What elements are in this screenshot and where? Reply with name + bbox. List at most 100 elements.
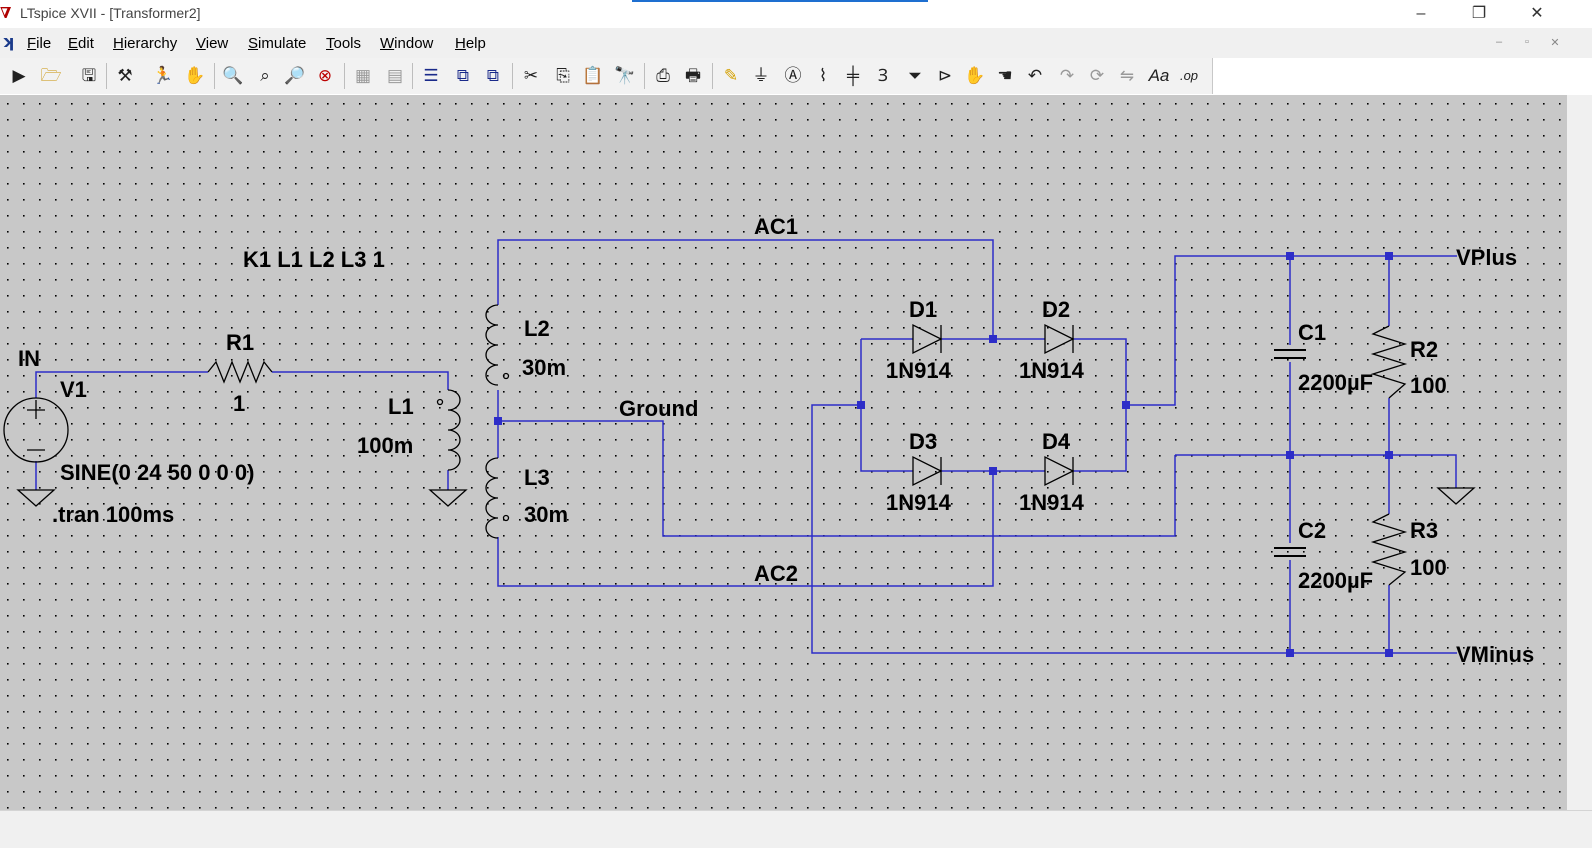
component-symbols[interactable] [3, 304, 1476, 586]
mdi-close-icon[interactable]: ✕ [1550, 37, 1560, 49]
print-icon[interactable]: 🖶 [684, 66, 702, 85]
diode-icon[interactable]: ⏷ [908, 66, 922, 85]
net-label-vminus: VMinus [1456, 642, 1534, 667]
paste-icon[interactable]: 📋 [582, 66, 604, 85]
menu-view[interactable]: View [196, 35, 229, 52]
vertical-scrollbar[interactable] [1567, 95, 1592, 810]
spice-directive-icon[interactable]: .op [1179, 68, 1199, 83]
toolbar-separator [344, 63, 345, 89]
menu-window[interactable]: Window [380, 35, 434, 52]
net-label-ac2: AC2 [754, 561, 798, 586]
capacitor-c1-symbol[interactable] [1274, 349, 1306, 359]
l1-name: L1 [388, 394, 414, 419]
ground-symbol-v1 [16, 489, 56, 507]
cascade-icon[interactable]: ☰ [423, 66, 439, 85]
print-setup-icon[interactable]: ⎙ [656, 66, 670, 85]
halt-icon[interactable]: ✋ [184, 66, 206, 85]
c2-name: C2 [1298, 518, 1326, 543]
menu-tools[interactable]: Tools [326, 35, 362, 52]
diode-d3-symbol[interactable] [912, 455, 943, 487]
r2-name: R2 [1410, 337, 1438, 362]
redo-icon[interactable]: ↷ [1059, 66, 1075, 85]
cascade-windows-icon[interactable]: ⧉ [486, 66, 500, 85]
resistor-r2-symbol[interactable] [1370, 325, 1408, 399]
schematic-labels: K1 L1 L2 L3 1 .tran 100ms IN AC1 AC2 Gro… [18, 214, 1534, 667]
l3-name: L3 [524, 465, 550, 490]
net-label-in: IN [18, 346, 40, 371]
inductor-l1-symbol[interactable] [436, 389, 461, 471]
toolbar-separator [512, 63, 513, 89]
schematic-grid [0, 95, 1567, 810]
label-net-icon[interactable]: Ⓐ [784, 66, 802, 85]
wires[interactable] [35, 239, 1457, 654]
text-icon[interactable]: Aa [1148, 66, 1170, 85]
menu-file[interactable]: File [27, 35, 52, 52]
save-icon[interactable]: 🖫 [81, 66, 97, 85]
zoom-fit-icon[interactable]: ⊗ [317, 66, 333, 85]
ground-icon[interactable]: ⏚ [752, 66, 770, 85]
diode-d1-symbol[interactable] [912, 323, 943, 355]
toolbar-separator [106, 63, 107, 89]
menu-hierarchy[interactable]: Hierarchy [113, 35, 178, 52]
schematic-doc-icon[interactable]: ʞ [2, 32, 14, 51]
menu-simulate[interactable]: Simulate [248, 35, 307, 52]
zoom-in-icon[interactable]: 🔍 [222, 66, 244, 85]
close-icon[interactable]: ✕ [1530, 5, 1544, 22]
open-file-icon[interactable]: 🗁 [40, 66, 62, 85]
rotate-icon[interactable]: ⟳ [1089, 66, 1105, 85]
capacitor-icon[interactable]: ╪ [846, 66, 860, 85]
cut-icon[interactable]: ✂ [523, 66, 539, 85]
r2-value: 100 [1410, 373, 1447, 398]
copy-icon[interactable]: ⎘ [556, 66, 570, 85]
undo-icon[interactable]: ↶ [1027, 66, 1043, 85]
drag-icon[interactable]: ☚ [997, 66, 1013, 85]
toolbar-separator [214, 63, 215, 89]
open-schematic-icon[interactable]: ▶ [12, 66, 26, 85]
mdi-restore-icon[interactable]: ▫ [1525, 36, 1529, 48]
minimize-icon[interactable]: – [1416, 5, 1426, 22]
r1-name: R1 [226, 330, 254, 355]
tile-horizontal-icon[interactable]: ▤ [386, 66, 404, 85]
voltage-source-v1[interactable] [3, 397, 69, 463]
zoom-out-icon[interactable]: 🔎 [284, 66, 306, 85]
restore-icon[interactable]: ❐ [1471, 5, 1487, 22]
net-label-ground: Ground [619, 396, 698, 421]
mdi-minimize-icon[interactable]: – [1495, 36, 1503, 48]
net-label-vplus: VPlus [1456, 245, 1517, 270]
run-icon[interactable]: 🏃 [152, 66, 174, 85]
find-icon[interactable]: 🔭 [614, 66, 636, 85]
mirror-icon[interactable]: ⇋ [1119, 66, 1135, 85]
diode-d2-symbol[interactable] [1044, 323, 1075, 355]
menu-edit[interactable]: Edit [68, 35, 94, 52]
toolbar-separator [412, 63, 413, 89]
control-panel-icon[interactable]: ⚒ [117, 66, 133, 85]
status-bar [0, 810, 1592, 848]
zoom-pan-icon[interactable]: ⌕ [260, 66, 270, 85]
tile-vertical-icon[interactable]: ▦ [354, 66, 372, 85]
toolbar [0, 58, 1213, 94]
diode-d4-symbol[interactable] [1044, 455, 1075, 487]
tran-directive[interactable]: .tran 100ms [52, 502, 174, 527]
component-icon[interactable]: ⊳ [937, 66, 953, 85]
coupling-directive[interactable]: K1 L1 L2 L3 1 [243, 247, 385, 272]
resistor-icon[interactable]: ⌇ [818, 66, 828, 85]
schematic-canvas[interactable]: K1 L1 L2 L3 1 .tran 100ms IN AC1 AC2 Gro… [0, 95, 1567, 810]
l2-value: 30m [522, 355, 566, 380]
wire-icon[interactable]: ✎ [723, 66, 739, 85]
move-icon[interactable]: ✋ [964, 66, 986, 85]
d2-value: 1N914 [1019, 358, 1085, 383]
window-title: LTspice XVII - [Transformer2] [20, 5, 201, 21]
junction-dots [494, 252, 1393, 657]
resistor-r1-symbol[interactable] [207, 360, 273, 384]
tile-icon[interactable]: ⧉ [456, 66, 470, 85]
inductor-l2-symbol[interactable] [485, 304, 510, 386]
menu-help[interactable]: Help [455, 35, 486, 52]
inductor-icon[interactable]: Ɜ [878, 66, 888, 85]
c1-value: 2200µF [1298, 370, 1373, 395]
v1-name: V1 [60, 377, 87, 402]
d3-value: 1N914 [886, 490, 952, 515]
resistor-r3-symbol[interactable] [1370, 513, 1408, 586]
inductor-l3-symbol[interactable] [485, 457, 510, 539]
d1-value: 1N914 [886, 358, 952, 383]
capacitor-c2-symbol[interactable] [1274, 547, 1306, 557]
